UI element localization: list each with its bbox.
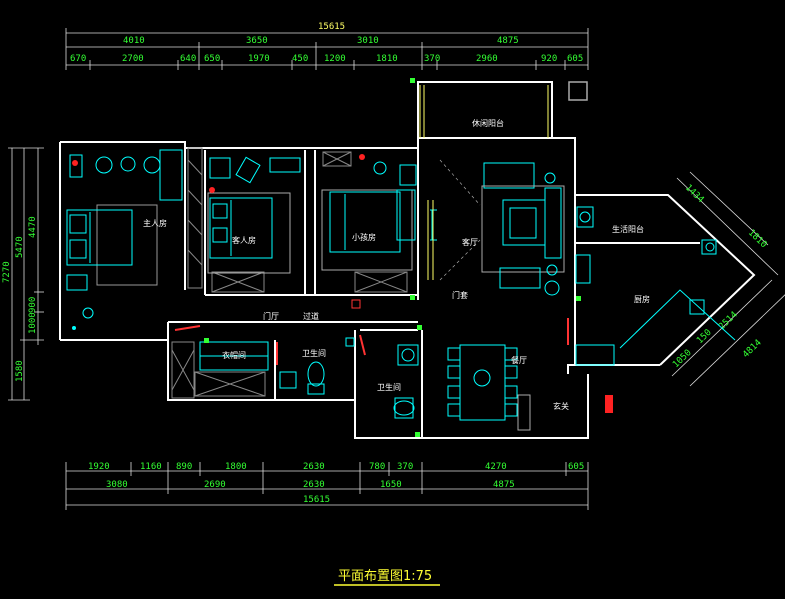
right-diag-bottom-dim-1: 150 — [695, 328, 714, 346]
room-label-living: 客厅 — [462, 237, 478, 247]
bottom-row1-dim-7: 4270 — [485, 462, 507, 472]
left-mid-dim-1: 1580 — [15, 360, 25, 382]
bottom-total-dim: 15615 — [303, 495, 330, 505]
bottom-row1-dim-4: 2630 — [303, 462, 325, 472]
top-row2-dim-1: 2700 — [122, 54, 144, 64]
bottom-row1-dim-8: 605 — [568, 462, 584, 472]
walls — [59, 81, 756, 439]
bottom-row1-dim-2: 890 — [176, 462, 192, 472]
bottom-row1-dim-5: 780 — [369, 462, 385, 472]
top-row2-dim-3: 650 — [204, 54, 220, 64]
room-label-dining: 餐厅 — [511, 356, 527, 365]
room-labels: 主人房 客人房 小孩房 客厅 休闲阳台 生活阳台 厨房 餐厅 玄关 过道 衣帽间… — [143, 118, 650, 411]
bottom-row1-dim-0: 1920 — [88, 462, 110, 472]
right-diag-bottom-dim-2: 4814 — [741, 338, 764, 360]
top-row2-dim-11: 605 — [567, 54, 583, 64]
top-row2-dim-6: 1200 — [324, 54, 346, 64]
top-total-dim: 15615 — [318, 22, 345, 32]
top-row2-dim-8: 370 — [424, 54, 440, 64]
top-row2-dim-10: 920 — [541, 54, 557, 64]
bottom-row2-dim-4: 4875 — [493, 480, 515, 490]
top-row1-dim-1: 3650 — [246, 36, 268, 46]
bottom-row1-dim-6: 370 — [397, 462, 413, 472]
windows — [419, 85, 549, 280]
doors — [174, 299, 613, 413]
right-diagonal-dimensions: 1434 1810 2514 1050 150 4814 — [671, 171, 785, 387]
top-row2-dim-4: 1970 — [248, 54, 270, 64]
room-label-kitchen: 厨房 — [634, 294, 650, 304]
room-label-living-gate: 门套 — [452, 290, 468, 300]
room-label-wardrobe: 衣帽间 — [222, 350, 246, 360]
top-row2-dim-5: 450 — [292, 54, 308, 64]
left-outer-dim: 7270 — [2, 261, 12, 283]
top-row1-dim-3: 4875 — [497, 36, 519, 46]
living-room-furniture — [430, 159, 565, 296]
room-label-corridor: 过道 — [303, 311, 319, 321]
bottom-row2-dim-3: 1650 — [380, 480, 402, 490]
top-row2-dim-7: 1810 — [376, 54, 398, 64]
room-label-kids: 小孩房 — [352, 232, 376, 242]
guest-room-furniture — [207, 156, 301, 274]
title-text: 平面布置图1:75 — [338, 569, 432, 584]
left-inner-dim-0: 4470 — [28, 216, 38, 238]
bottom-row2-dim-2: 2630 — [303, 480, 325, 490]
bottom-row1-dim-1: 1160 — [140, 462, 162, 472]
kitchen-furniture — [575, 206, 736, 366]
room-label-service-balcony: 生活阳台 — [612, 224, 644, 234]
bottom-row2-dim-1: 2690 — [204, 480, 226, 490]
left-dimensions: 7270 5470 1580 4470 1000 900 — [2, 147, 44, 401]
bath-and-wardrobe-fixtures — [199, 337, 419, 419]
bottom-row1-dim-3: 1800 — [225, 462, 247, 472]
master-bedroom-furniture — [66, 149, 183, 330]
dining-furniture — [447, 344, 531, 431]
bottom-dimensions: 1920 1160 890 1800 2630 780 370 4270 605… — [65, 462, 589, 510]
room-label-leisure-balcony: 休闲阳台 — [472, 118, 504, 128]
drawing-title: 平面布置图1:75 — [334, 569, 440, 586]
left-inner-dim-2: 900 — [28, 297, 38, 313]
top-dimensions: 15615 4010 3650 3010 4875 670 2700 640 6… — [65, 22, 589, 70]
left-inner-dim-1: 1000 — [28, 312, 38, 334]
right-diag-mid-dim: 2514 — [717, 310, 740, 332]
top-row1-dim-2: 3010 — [357, 36, 379, 46]
top-row2-dim-2: 640 — [180, 54, 196, 64]
top-row1-dim-0: 4010 — [123, 36, 145, 46]
top-row2-dim-9: 2960 — [476, 54, 498, 64]
hatched-walls — [171, 147, 408, 399]
room-label-door-hall: 门厅 — [263, 311, 279, 321]
room-label-entrance: 玄关 — [553, 401, 569, 411]
bottom-row2-dim-0: 3080 — [106, 480, 128, 490]
room-label-guest: 客人房 — [232, 235, 256, 245]
top-row2-dim-0: 670 — [70, 54, 86, 64]
left-mid-dim-0: 5470 — [15, 236, 25, 258]
room-label-bath1: 卫生间 — [302, 348, 326, 358]
switch-markers — [204, 78, 581, 437]
room-label-master: 主人房 — [143, 218, 167, 228]
room-label-bath2: 卫生间 — [377, 382, 401, 392]
kids-room-furniture — [321, 154, 417, 271]
